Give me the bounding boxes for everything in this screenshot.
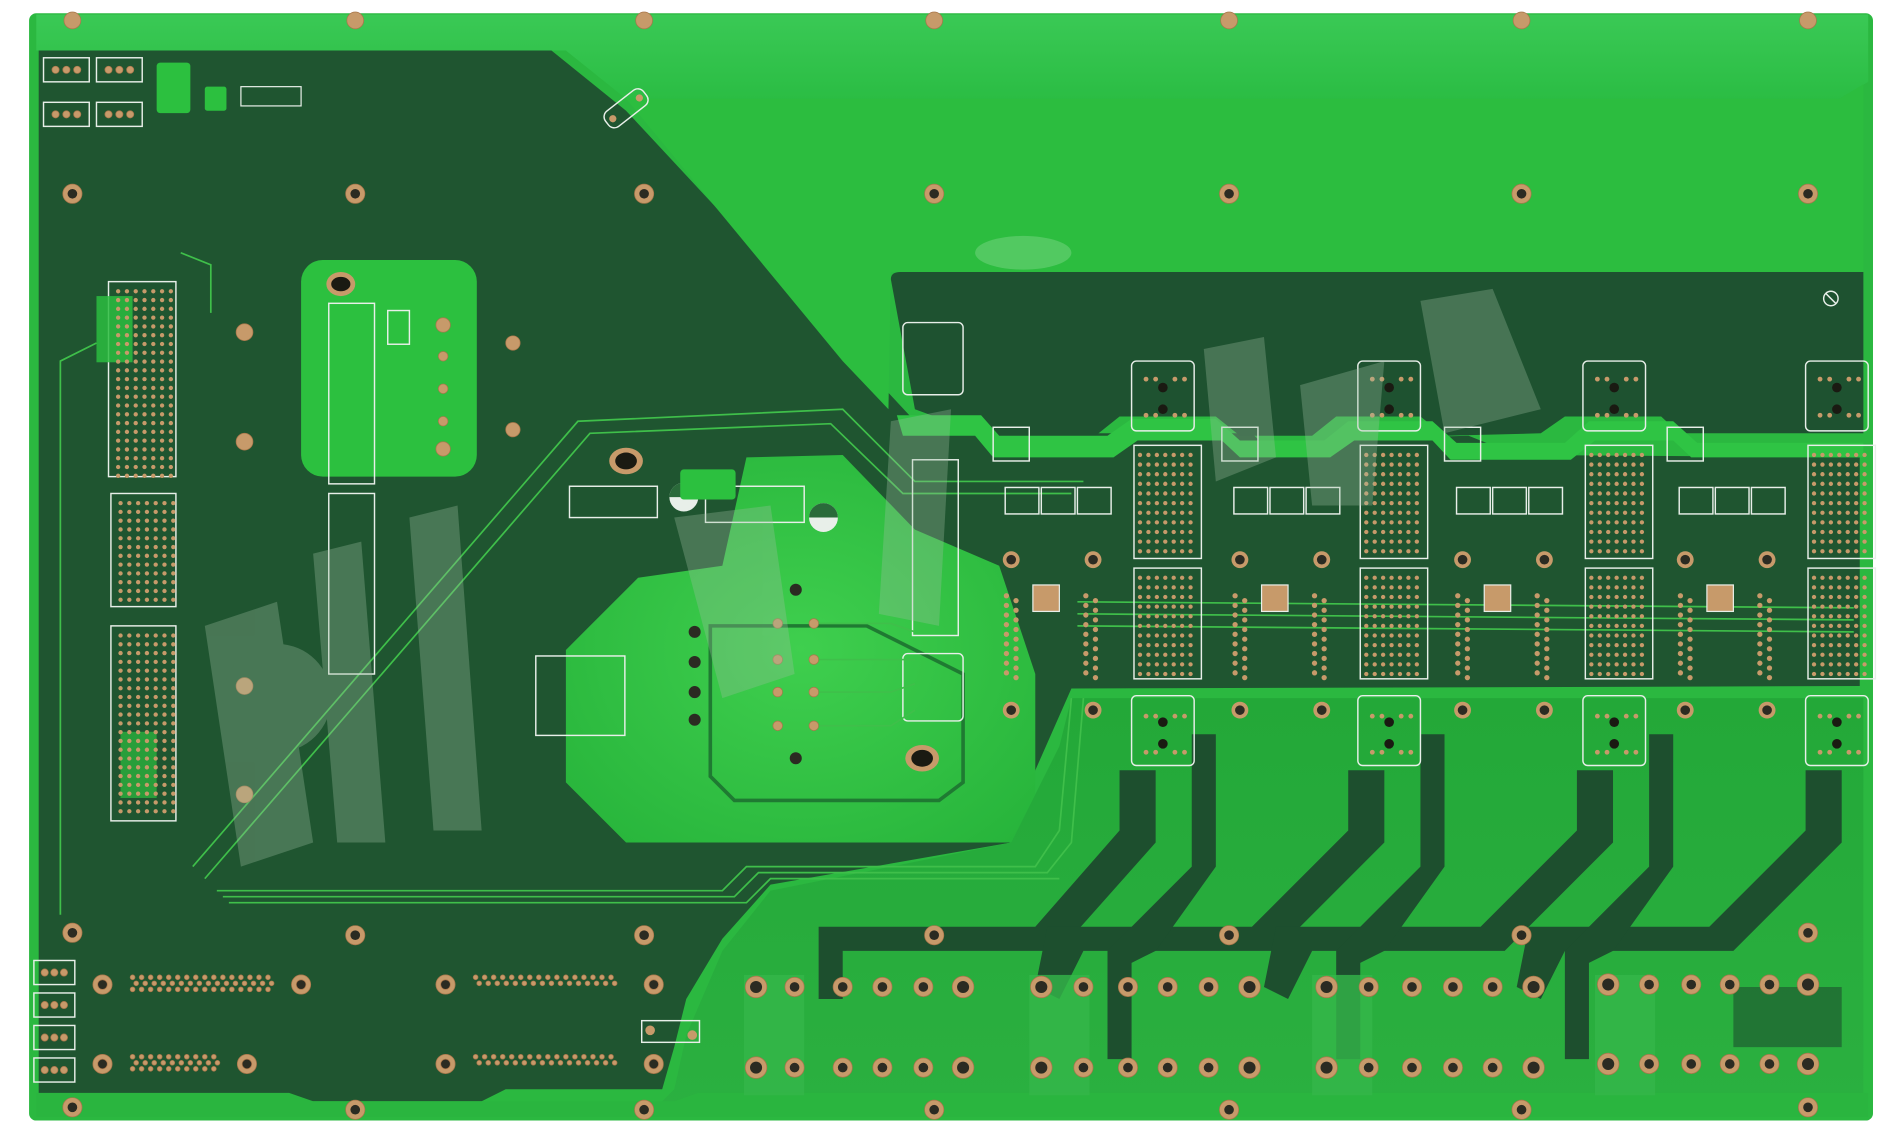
bottom-edge-band xyxy=(36,1092,1869,1117)
watermark xyxy=(204,288,1541,867)
bottom-left-connectors xyxy=(33,959,76,1083)
center-pour-inner-trace xyxy=(708,624,965,803)
top-left-connectors xyxy=(42,57,302,128)
top-diagonal-component xyxy=(603,88,649,129)
no-symbol-icon xyxy=(1822,290,1839,307)
db-connectors xyxy=(129,974,618,1072)
bottom-power-area xyxy=(650,698,1864,1114)
right-dark-strip xyxy=(890,272,1864,436)
center-components xyxy=(535,447,964,772)
power-traces-dark xyxy=(818,734,1842,1060)
mount-holes-bottom xyxy=(62,922,1818,1120)
bga-pad-grid xyxy=(115,289,176,814)
top-bright-band xyxy=(36,14,1869,99)
power-hole-rows xyxy=(744,973,1820,1079)
upper-right-pour xyxy=(626,84,1864,410)
specular-highlight xyxy=(975,235,1072,270)
mount-holes-top xyxy=(62,11,1818,204)
bright-wave-strip xyxy=(896,415,1864,460)
pour-connector xyxy=(235,272,521,804)
connector-pour xyxy=(301,259,477,477)
channel-modules xyxy=(902,321,1877,767)
bottom-component xyxy=(640,1019,701,1044)
